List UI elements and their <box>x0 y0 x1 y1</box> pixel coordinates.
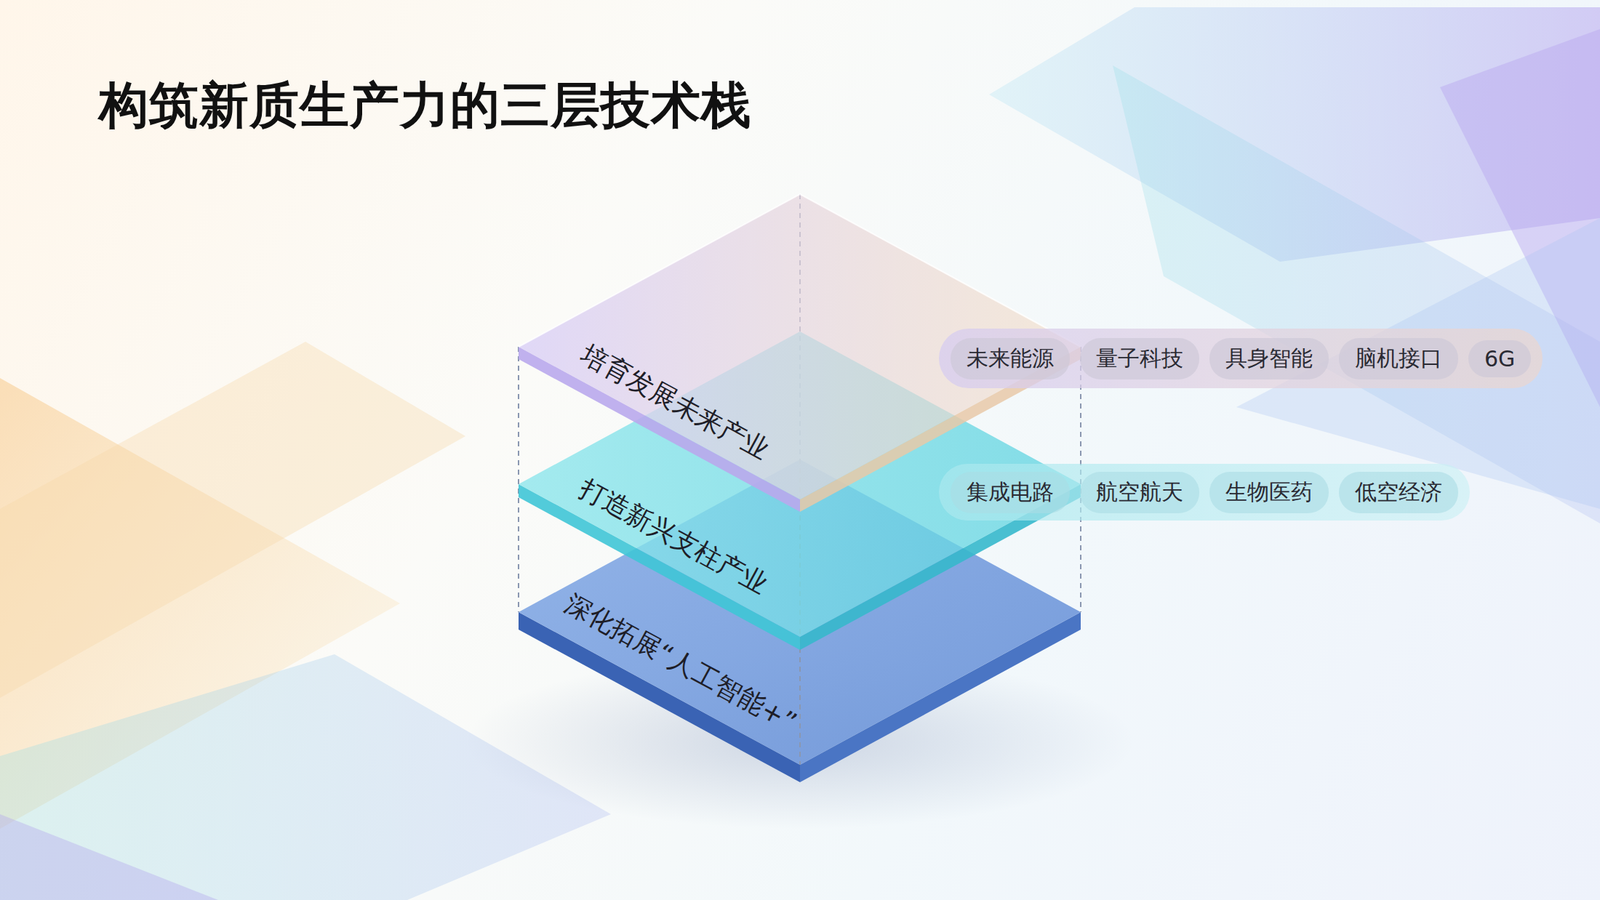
tag-text: 航空航天 <box>1096 479 1184 505</box>
tag-pill: 具身智能 <box>1209 338 1329 380</box>
tag-text: 具身智能 <box>1225 345 1313 371</box>
tag-text: 集成电路 <box>966 479 1054 505</box>
tag-pill: 集成电路 <box>950 472 1070 514</box>
tag-band: 未来能源 量子科技 具身智能 脑机接口 6G <box>938 328 1543 389</box>
tag-pill: 生物医药 <box>1209 472 1329 514</box>
tag-text: 6G <box>1484 346 1515 372</box>
tag-pill: 脑机接口 <box>1338 338 1459 380</box>
tag-pill: 6G <box>1468 340 1531 378</box>
tag-text: 量子科技 <box>1096 345 1184 371</box>
tag-pill: 航空航天 <box>1080 472 1200 514</box>
tag-text: 生物医药 <box>1225 479 1313 505</box>
tag-pill: 未来能源 <box>950 338 1070 380</box>
tag-text: 未来能源 <box>966 345 1054 371</box>
tag-band: 集成电路 航空航天 生物医药 低空经济 <box>938 464 1470 521</box>
tag-text: 低空经济 <box>1354 479 1443 505</box>
tag-text: 脑机接口 <box>1354 345 1443 371</box>
tag-pill: 低空经济 <box>1338 472 1459 514</box>
title: 构筑新质生产力的三层技术栈 <box>98 72 752 139</box>
tag-pill: 量子科技 <box>1080 338 1200 380</box>
